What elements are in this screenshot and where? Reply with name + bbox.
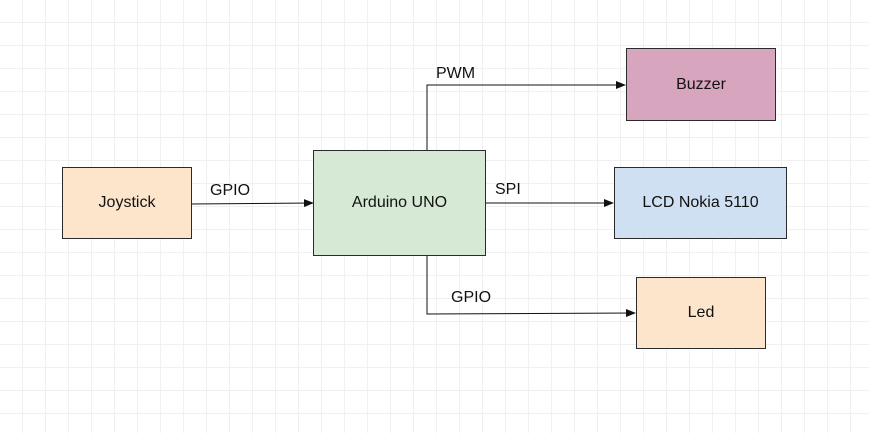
edge-arduino-to-buzzer	[426, 81, 626, 150]
edge-arduino-to-led	[426, 256, 636, 318]
edge-joystick-to-arduino	[190, 199, 314, 208]
node-arduino-uno[interactable]: Arduino UNO	[313, 150, 486, 256]
node-led[interactable]: Led	[636, 277, 766, 349]
node-lcd-nokia-5110-label: LCD Nokia 5110	[642, 194, 759, 211]
node-joystick-label: Joystick	[98, 194, 156, 211]
node-arduino-uno-label: Arduino UNO	[351, 194, 448, 211]
edge-label-spi: SPI	[495, 181, 521, 198]
edge-label-led-gpio: GPIO	[451, 289, 492, 306]
node-lcd-nokia-5110[interactable]: LCD Nokia 5110	[614, 167, 787, 239]
node-buzzer-label: Buzzer	[676, 75, 726, 93]
edge-label-joystick-gpio: GPIO	[210, 182, 251, 199]
node-joystick[interactable]: Joystick	[62, 167, 192, 239]
node-buzzer[interactable]: Buzzer	[626, 48, 776, 121]
node-led-label: Led	[687, 304, 715, 321]
edge-label-pwm: PWM	[436, 65, 476, 82]
